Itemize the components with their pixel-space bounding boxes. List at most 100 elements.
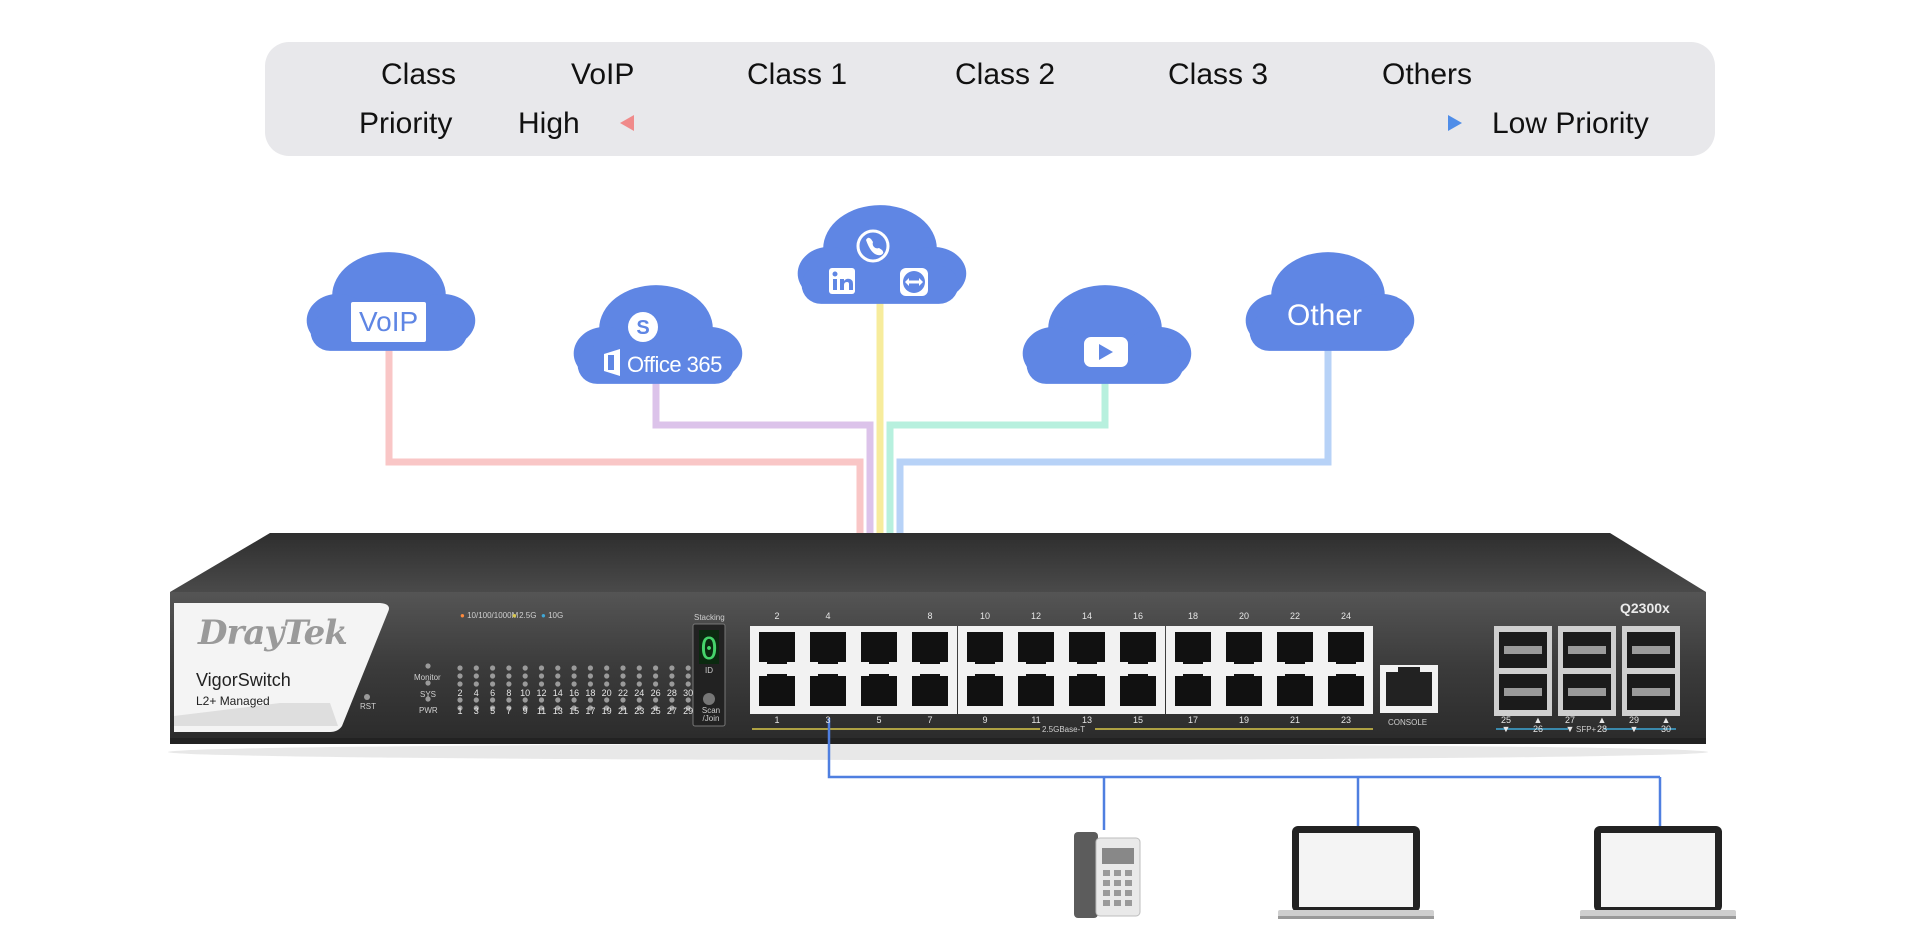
rj45-port[interactable] <box>908 628 952 666</box>
status-leds <box>364 663 691 711</box>
phone-icon <box>856 229 890 263</box>
led-number: 25 <box>650 706 661 716</box>
sfp-port-pair[interactable] <box>1558 626 1616 716</box>
led-dot <box>555 665 561 671</box>
port-number: 10 <box>979 611 990 621</box>
rj45-port[interactable] <box>1222 628 1266 666</box>
led-dot <box>490 705 496 711</box>
rj45-port[interactable] <box>1014 628 1058 666</box>
led-dot <box>604 697 610 703</box>
led-dot <box>587 681 594 687</box>
skype-icon: S <box>628 312 658 342</box>
led-dot <box>653 665 659 671</box>
rj45-port[interactable] <box>1222 672 1266 710</box>
led-dot <box>669 665 675 671</box>
rst-button[interactable] <box>364 694 370 700</box>
rj45-port[interactable] <box>857 628 901 666</box>
led-number: 24 <box>634 688 645 698</box>
sfp-port-pair[interactable] <box>1494 626 1552 716</box>
port-number: 23 <box>1340 715 1351 725</box>
rj45-port[interactable] <box>1324 672 1368 710</box>
port-number: 13 <box>1081 715 1092 725</box>
led-dot <box>506 665 512 671</box>
led-dot <box>538 673 545 679</box>
laptop-icon-2 <box>1580 826 1736 919</box>
rj45-port[interactable] <box>1171 672 1215 710</box>
rj45-port[interactable] <box>1065 628 1109 666</box>
led-dot <box>457 665 463 671</box>
led-dot <box>571 665 577 671</box>
sfp-port-pair[interactable] <box>1622 626 1680 716</box>
led-number: 2 <box>457 688 463 698</box>
rj45-port[interactable] <box>755 628 799 666</box>
led-dot <box>653 705 659 711</box>
led-number: 6 <box>490 688 496 698</box>
rj45-port[interactable] <box>1273 672 1317 710</box>
led-dot <box>587 697 594 703</box>
led-dot <box>457 705 463 711</box>
port-number: 4 <box>825 611 831 621</box>
linkedin-icon <box>829 268 855 294</box>
stacking-display: 0 <box>692 623 726 727</box>
port-number: 2 <box>774 611 780 621</box>
led-dot <box>538 665 545 671</box>
led-number: 4 <box>473 688 479 698</box>
led-dot <box>571 673 577 679</box>
led-number: 30 <box>683 688 694 698</box>
rj45-port[interactable] <box>963 628 1007 666</box>
office-logo-icon <box>604 349 620 376</box>
sfp-number: ▲ 26 <box>1532 715 1543 734</box>
rj45-port[interactable] <box>1324 628 1368 666</box>
rj45-port[interactable] <box>806 672 850 710</box>
port-number: 3 <box>825 715 831 725</box>
rj45-port[interactable] <box>1065 672 1109 710</box>
led-number: 26 <box>650 688 661 698</box>
port-number: 1 <box>774 715 780 725</box>
id-label: ID <box>705 666 713 675</box>
led-dot <box>604 665 610 671</box>
rj45-port[interactable] <box>963 672 1007 710</box>
port-number: 24 <box>1340 611 1351 621</box>
led-number: 15 <box>569 706 580 716</box>
led-dot <box>604 673 610 679</box>
rj45-port[interactable] <box>806 628 850 666</box>
rj45-port[interactable] <box>1273 628 1317 666</box>
led-dot <box>473 705 479 711</box>
rj45-port[interactable] <box>755 672 799 710</box>
ip-phone-icon <box>1074 832 1141 918</box>
legend-class-3: Class 3 <box>1168 58 1269 91</box>
led-number: 14 <box>552 688 563 698</box>
led-dot <box>538 681 545 687</box>
led-dot <box>587 705 594 711</box>
led-dot <box>555 705 561 711</box>
led-dot <box>636 681 642 687</box>
pwr-label: PWR <box>419 706 438 715</box>
led-number: 27 <box>666 706 677 716</box>
rj45-port[interactable] <box>1171 628 1215 666</box>
rj45-port[interactable] <box>1116 628 1160 666</box>
other-cloud-label: Other <box>1287 299 1363 332</box>
sys-label: SYS <box>420 690 437 699</box>
rj45-port[interactable] <box>1014 672 1058 710</box>
led-dot <box>653 681 659 687</box>
led-dot <box>473 665 479 671</box>
led-dot <box>506 705 512 711</box>
led-number: 23 <box>634 706 645 716</box>
voip-cloud-label: VoIP <box>351 302 427 342</box>
port-number: 5 <box>876 715 882 725</box>
sfp-label: SFP+ <box>1576 725 1597 734</box>
led-dot <box>506 697 512 703</box>
led-dot <box>522 697 528 703</box>
led-number: 17 <box>585 706 596 716</box>
led-dot <box>571 697 577 703</box>
led-dot <box>685 681 691 687</box>
led-dot <box>604 705 610 711</box>
port-number: 7 <box>927 715 933 725</box>
led-dot <box>620 673 626 679</box>
brand-logo: DrayTek <box>198 613 348 653</box>
rj45-port[interactable] <box>908 672 952 710</box>
led-dot <box>587 665 594 671</box>
rj45-port[interactable] <box>1116 672 1160 710</box>
rj45-port[interactable] <box>857 672 901 710</box>
led-dot <box>473 681 479 687</box>
